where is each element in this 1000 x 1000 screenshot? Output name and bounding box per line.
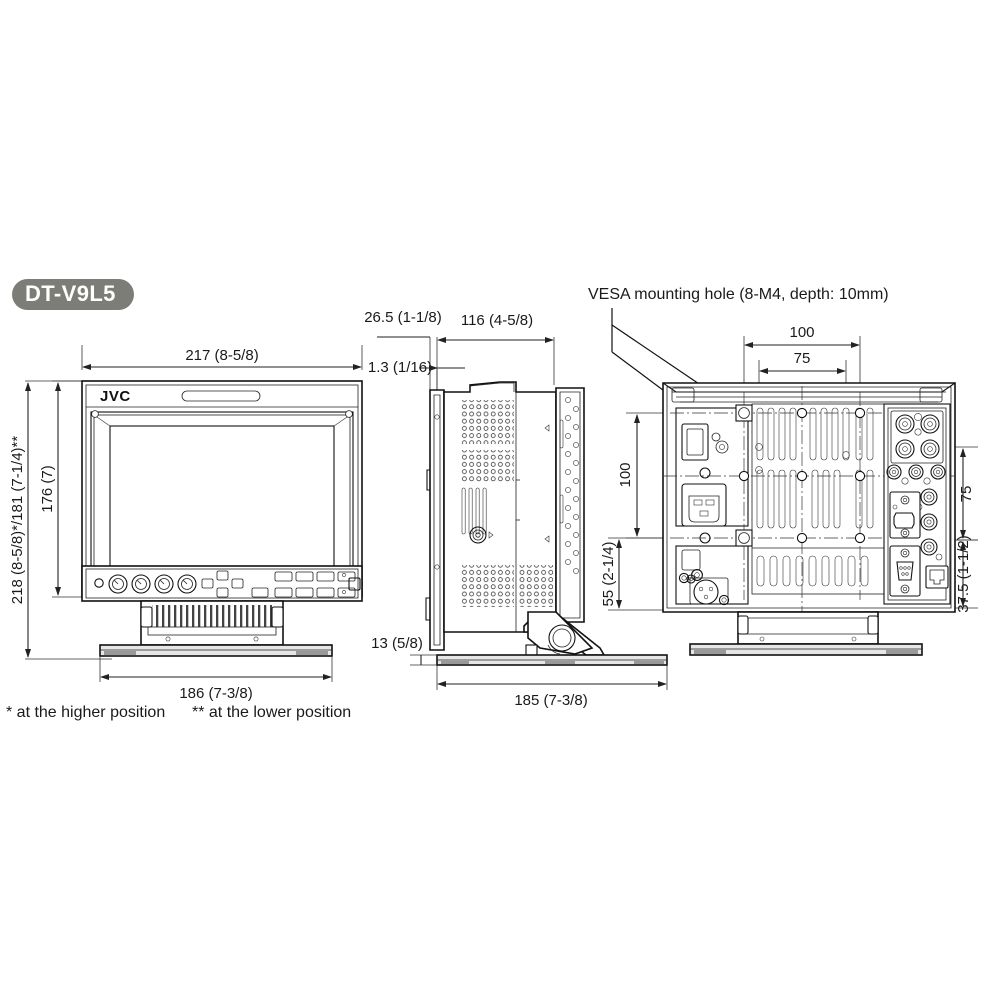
navigation-cluster[interactable] <box>201 570 244 598</box>
vesa-horizontal-outer-label: 100 <box>789 324 814 341</box>
front-control-panel <box>81 565 363 602</box>
front-screen <box>90 410 354 592</box>
side-tilt-hinge <box>523 611 606 657</box>
vesa-horizontal-outer-dimension: 100 <box>743 324 861 412</box>
side-port <box>469 526 494 544</box>
front-panel-height-dimension: 176 (7) <box>39 380 86 598</box>
side-vent-top <box>460 400 514 444</box>
side-body-depth-dimension: 116 (4-5/8) <box>436 312 555 392</box>
front-width-dimension: 217 (8-5/8) <box>81 345 363 370</box>
side-rear-panel <box>544 387 585 623</box>
bezel-screw-tl <box>91 410 99 418</box>
footnote-higher: * at the higher position <box>6 704 165 721</box>
front-view: 217 (8-5/8) 218 (8-5/8)*/181 (7-1/4)** 1… <box>9 345 363 702</box>
rear-stand <box>737 611 879 645</box>
tally-indicator-top <box>342 573 346 577</box>
rear-bottom-offset-label: 37.5 (1-1/2) <box>955 535 972 613</box>
side-body-depth-label: 116 (4-5/8) <box>461 312 533 329</box>
rear-base-plate <box>689 643 923 656</box>
vesa-note-label: VESA mounting hole (8-M4, depth: 10mm) <box>588 286 889 303</box>
side-vent-rear <box>519 565 553 607</box>
ac-inlet <box>681 483 727 527</box>
vesa-vertical-outer-label: 100 <box>617 462 634 487</box>
bezel-screw-tr <box>345 410 353 418</box>
side-view: 26.5 (1-1/8) 1.3 (1/16) 116 (4-5/8) <box>364 309 668 709</box>
front-height-overall-label: 218 (8-5/8)*/181 (7-1/4)** <box>9 436 26 605</box>
speaker-grille <box>348 577 361 591</box>
footnote-lower: ** at the lower position <box>192 704 351 721</box>
side-front-depth-label-mm: 26.5 (1-1/8) <box>364 309 442 326</box>
dsub-connector <box>889 545 921 597</box>
front-panel-height-label: 176 (7) <box>39 465 56 513</box>
vesa-horizontal-inner-label: 75 <box>794 350 811 367</box>
side-vent-upper <box>460 450 514 482</box>
rotary-knobs[interactable] <box>108 574 197 594</box>
rear-view: VESA mounting hole (8-M4, depth: 10mm) 1… <box>588 286 978 656</box>
side-vent-lower <box>460 565 514 607</box>
side-bezel-step-label: 1.3 (1/16) <box>368 359 432 376</box>
bnc-vertical-stack <box>915 488 943 561</box>
vesa-vertical-inner-label: 75 <box>958 486 975 503</box>
rear-power-compartment <box>675 407 749 544</box>
side-base-depth-dimension: 185 (7-3/8) <box>436 665 668 709</box>
side-base-plate <box>436 654 668 666</box>
brand-logo: JVC <box>100 388 131 405</box>
side-base-height-label: 13 (5/8) <box>371 635 423 652</box>
rear-vent-field <box>751 403 885 595</box>
side-front-bezel <box>429 389 445 651</box>
hdmi-connector <box>889 491 921 539</box>
model-badge: DT-V9L5 <box>12 279 134 310</box>
power-switch[interactable] <box>681 423 709 461</box>
front-stand-neck <box>140 600 284 646</box>
side-front-depth-dimension: 26.5 (1-1/8) <box>364 309 442 390</box>
rj45-connector <box>925 565 949 589</box>
tally-indicator-bottom <box>342 590 346 594</box>
rear-connector-panel <box>883 403 951 605</box>
bnc-small-row <box>886 464 946 485</box>
rear-dc-compartment <box>675 545 749 606</box>
carry-handle-slot <box>181 390 261 402</box>
front-width-label: 217 (8-5/8) <box>185 347 258 364</box>
bnc-connector-group <box>890 410 944 464</box>
side-slot-vents <box>461 487 487 535</box>
footnotes: * at the higher position ** at the lower… <box>6 704 351 721</box>
front-base-width-dimension: 186 (7-3/8) <box>99 656 333 702</box>
xlr-dc-connector <box>693 579 719 605</box>
rear-top-lid <box>662 382 956 403</box>
side-base-depth-label: 185 (7-3/8) <box>514 692 587 709</box>
side-base-height-dimension: 13 (5/8) <box>371 635 437 666</box>
front-base-plate <box>99 644 333 657</box>
power-button[interactable] <box>94 578 104 588</box>
function-buttons[interactable] <box>251 571 356 598</box>
chassis-screw-upper <box>699 467 711 479</box>
front-base-width-label: 186 (7-3/8) <box>179 685 252 702</box>
model-badge-label: DT-V9L5 <box>25 281 116 306</box>
rear-height-to-base-label: 55 (2-1/4) <box>600 541 617 606</box>
